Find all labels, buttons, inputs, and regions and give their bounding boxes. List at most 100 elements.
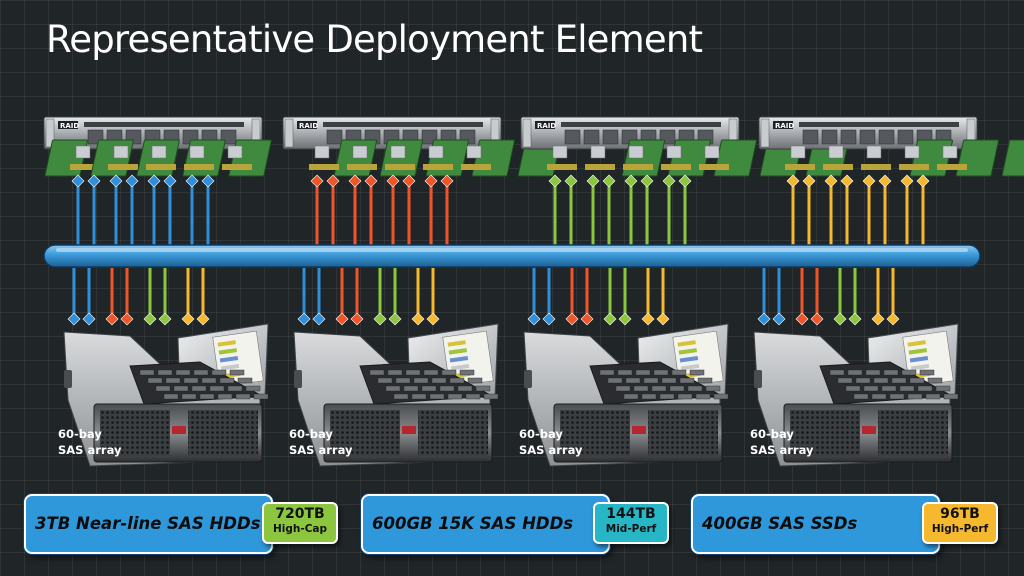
disk-slot bbox=[625, 377, 641, 384]
sas-array-1 bbox=[63, 323, 269, 467]
disk-slot bbox=[467, 377, 483, 384]
disk-slot bbox=[845, 385, 861, 392]
hba-card bbox=[713, 139, 757, 177]
sas-fabric-bus bbox=[43, 244, 981, 268]
disk-slot bbox=[919, 369, 935, 376]
label-row bbox=[448, 348, 468, 355]
label-row bbox=[217, 340, 236, 347]
rack-ear bbox=[760, 118, 770, 148]
array-label-line2: SAS array bbox=[58, 443, 122, 457]
disk-slot bbox=[147, 377, 163, 384]
disk-slot bbox=[475, 385, 491, 392]
port-connector bbox=[163, 174, 177, 188]
server-drive-bay bbox=[802, 129, 819, 145]
badge-perf: High-Perf bbox=[931, 523, 989, 535]
disk-slot bbox=[155, 385, 171, 392]
tier-name: 400GB SAS SSDs bbox=[702, 514, 858, 533]
raid-server-1: RAID bbox=[43, 116, 272, 177]
port-connector bbox=[67, 312, 81, 326]
badge-capacity: 96TB bbox=[940, 506, 980, 522]
disk-slot bbox=[829, 369, 845, 376]
hba-connector bbox=[347, 164, 377, 170]
hba-connector bbox=[423, 164, 453, 170]
hba-chip bbox=[942, 145, 958, 159]
server-drive-bay bbox=[602, 129, 619, 145]
disk-slot bbox=[713, 393, 729, 400]
bezel-mesh bbox=[188, 410, 258, 456]
port-connector bbox=[871, 312, 885, 326]
tier-ssd: 400GB SAS SSDs bbox=[691, 494, 940, 554]
hba-chip bbox=[552, 145, 568, 159]
disk-slot bbox=[679, 377, 695, 384]
port-connector bbox=[143, 312, 157, 326]
disk-slot bbox=[219, 377, 235, 384]
hba-chip bbox=[628, 145, 644, 159]
disk-slot bbox=[909, 377, 925, 384]
disk-slot bbox=[191, 385, 207, 392]
label-row bbox=[678, 348, 698, 355]
port-connector bbox=[109, 174, 123, 188]
tier-name: 3TB Near-line SAS HDDs bbox=[35, 514, 261, 533]
port-connector bbox=[810, 312, 824, 326]
array-label-line2: SAS array bbox=[289, 443, 353, 457]
badge-perf: High-Cap bbox=[272, 523, 328, 535]
hba-connector bbox=[899, 164, 929, 170]
disk-slot bbox=[927, 377, 943, 384]
disk-slot bbox=[615, 385, 631, 392]
disk-slot bbox=[659, 393, 675, 400]
label-row bbox=[447, 340, 466, 347]
hba-chip bbox=[352, 145, 368, 159]
array-handle bbox=[294, 370, 302, 388]
port-connector bbox=[824, 174, 838, 188]
disk-slot bbox=[899, 385, 915, 392]
disk-slot bbox=[871, 393, 887, 400]
disk-slot bbox=[403, 385, 419, 392]
label-row bbox=[679, 356, 699, 363]
hba-connector bbox=[309, 164, 339, 170]
capacity-badge-high-cap: 720TB High-Cap bbox=[262, 502, 338, 544]
disk-slot bbox=[217, 393, 233, 400]
brand-plate bbox=[535, 121, 555, 129]
disk-slot bbox=[421, 385, 437, 392]
capacity-badge-high-perf: 96TB High-Perf bbox=[922, 502, 998, 544]
label-row bbox=[677, 340, 696, 347]
hba-chip bbox=[390, 145, 406, 159]
bezel-logo bbox=[402, 426, 416, 434]
disk-slot bbox=[687, 385, 703, 392]
port-connector bbox=[656, 312, 670, 326]
hba-connector bbox=[785, 164, 815, 170]
disk-slot bbox=[847, 369, 863, 376]
hba-connector bbox=[823, 164, 853, 170]
port-connector bbox=[786, 174, 800, 188]
disk-slot bbox=[183, 377, 199, 384]
port-connector bbox=[402, 174, 416, 188]
disk-slot bbox=[413, 377, 429, 384]
disk-slot bbox=[377, 377, 393, 384]
disk-slot bbox=[669, 385, 685, 392]
disk-slot bbox=[173, 385, 189, 392]
raid-server-2: RAID bbox=[282, 116, 561, 177]
disk-slot bbox=[617, 369, 633, 376]
disk-slot bbox=[907, 393, 923, 400]
port-connector bbox=[82, 312, 96, 326]
port-connector bbox=[297, 312, 311, 326]
sas-array-2 bbox=[293, 323, 499, 467]
disk-slot bbox=[607, 377, 623, 384]
port-connector bbox=[662, 174, 676, 188]
disk-slot bbox=[651, 385, 667, 392]
server-drive-bay bbox=[326, 129, 343, 145]
port-connector bbox=[71, 174, 85, 188]
hba-chip bbox=[75, 145, 91, 159]
port-connector bbox=[105, 312, 119, 326]
disk-slot bbox=[229, 369, 245, 376]
hba-connector bbox=[585, 164, 615, 170]
server-drive-bay bbox=[897, 129, 914, 145]
hba-connector bbox=[146, 164, 176, 170]
hba-chip bbox=[113, 145, 129, 159]
array-label-line1: 60-bay bbox=[750, 427, 794, 441]
disk-slot bbox=[245, 385, 261, 392]
port-connector bbox=[386, 174, 400, 188]
disk-slot bbox=[641, 393, 657, 400]
port-connector bbox=[565, 312, 579, 326]
disk-slot bbox=[385, 385, 401, 392]
